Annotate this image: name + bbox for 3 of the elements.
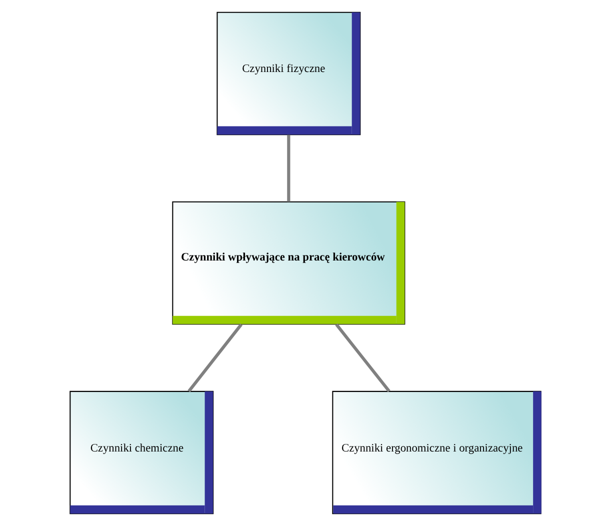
connector <box>335 323 390 392</box>
connector <box>188 323 243 392</box>
connector <box>287 134 290 202</box>
